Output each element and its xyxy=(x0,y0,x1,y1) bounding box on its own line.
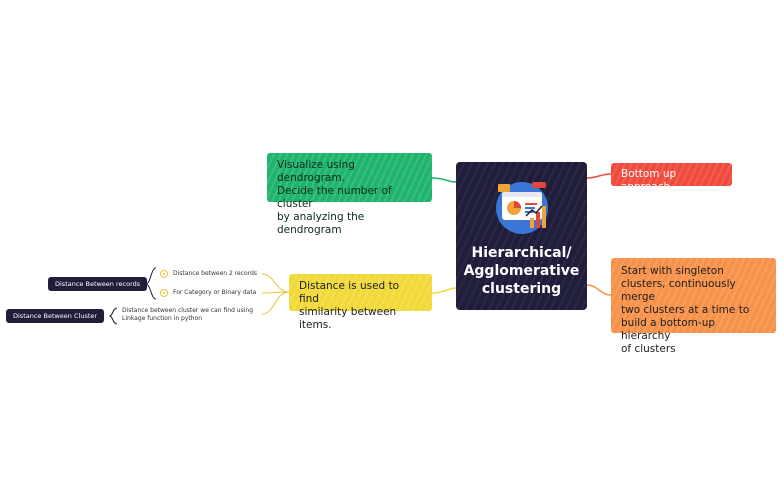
connector-yellow xyxy=(431,287,457,294)
connector-orange xyxy=(586,284,612,296)
bullet-icon xyxy=(160,289,168,297)
branch-dendrogram[interactable]: Visualize using dendrogram. Decide the n… xyxy=(267,153,432,236)
central-title: Hierarchical/ Agglomerative clustering xyxy=(463,245,580,297)
analytics-dashboard-icon xyxy=(496,182,548,234)
connector-green xyxy=(431,177,457,183)
connector-leaf1 xyxy=(261,273,290,293)
connector-red xyxy=(586,173,612,179)
branch-distance[interactable]: Distance is used to find similarity betw… xyxy=(289,274,432,331)
branch-bottom-up[interactable]: Bottom up approach xyxy=(611,163,732,193)
tag-distance-between-cluster[interactable]: Distance Between Cluster xyxy=(6,309,105,323)
leaf-category-or-binary[interactable]: For Category or Binary data xyxy=(173,289,257,296)
tag-distance-between-records[interactable]: Distance Between records xyxy=(48,277,148,291)
bracket-cluster xyxy=(108,307,118,325)
bracket-records xyxy=(145,267,157,300)
central-topic[interactable]: Hierarchical/ Agglomerative clustering xyxy=(456,162,587,310)
bullet-icon xyxy=(160,270,168,278)
branch-singleton-clusters[interactable]: Start with singleton clusters, continuou… xyxy=(611,258,776,355)
leaf-distance-between-2-records[interactable]: Distance between 2 records xyxy=(173,270,258,277)
leaf-linkage-function[interactable]: Distance between cluster we can find usi… xyxy=(122,307,254,322)
connector-leaf3 xyxy=(261,291,290,315)
